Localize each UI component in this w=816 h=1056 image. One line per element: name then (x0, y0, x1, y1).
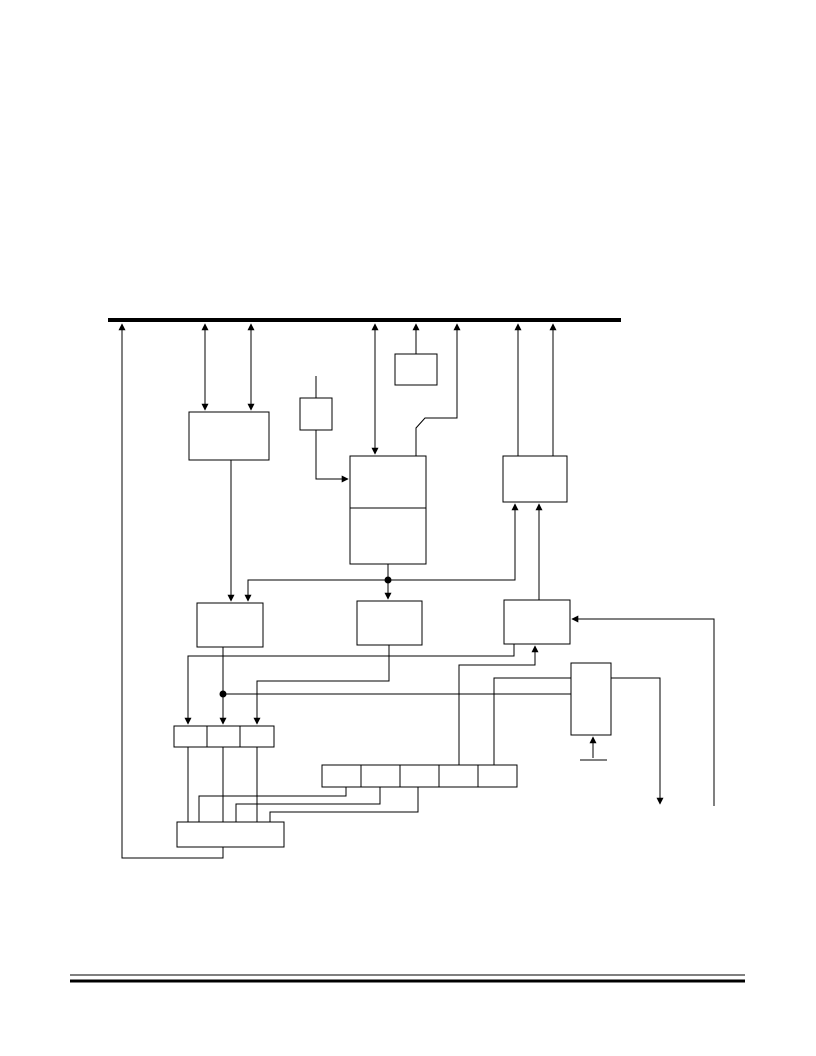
bus-in-center (415, 323, 461, 456)
small-to-center (315, 430, 349, 483)
mid-right-to-register (184, 644, 515, 725)
center-to-mid-left (244, 579, 388, 602)
bottom-to-bus (118, 323, 224, 859)
register-to-mid-right (458, 645, 539, 765)
center-to-right-upper (388, 503, 519, 581)
block-center-upper (349, 455, 427, 509)
register-to-tall-right (493, 677, 571, 765)
block-right-upper (502, 455, 568, 503)
reg5-to-bottom-1 (198, 787, 347, 822)
block-mid-center (356, 600, 423, 646)
reg5-to-bottom-3 (269, 787, 419, 822)
block-upper-left (188, 411, 270, 461)
block-bottom-left (176, 821, 285, 848)
block-small-input (299, 397, 333, 431)
register-five-cell (321, 764, 518, 788)
external-feedback (571, 615, 715, 806)
reg5-to-bottom-2 (235, 787, 381, 822)
tall-right-output (611, 677, 664, 805)
mid-center-to-register (253, 645, 390, 725)
block-mid-left (196, 602, 264, 648)
register-three-cell (173, 725, 275, 748)
block-small-top (394, 353, 438, 386)
block-center-lower (349, 507, 427, 565)
block-tall-right (570, 662, 612, 736)
block-mid-right (503, 599, 571, 645)
